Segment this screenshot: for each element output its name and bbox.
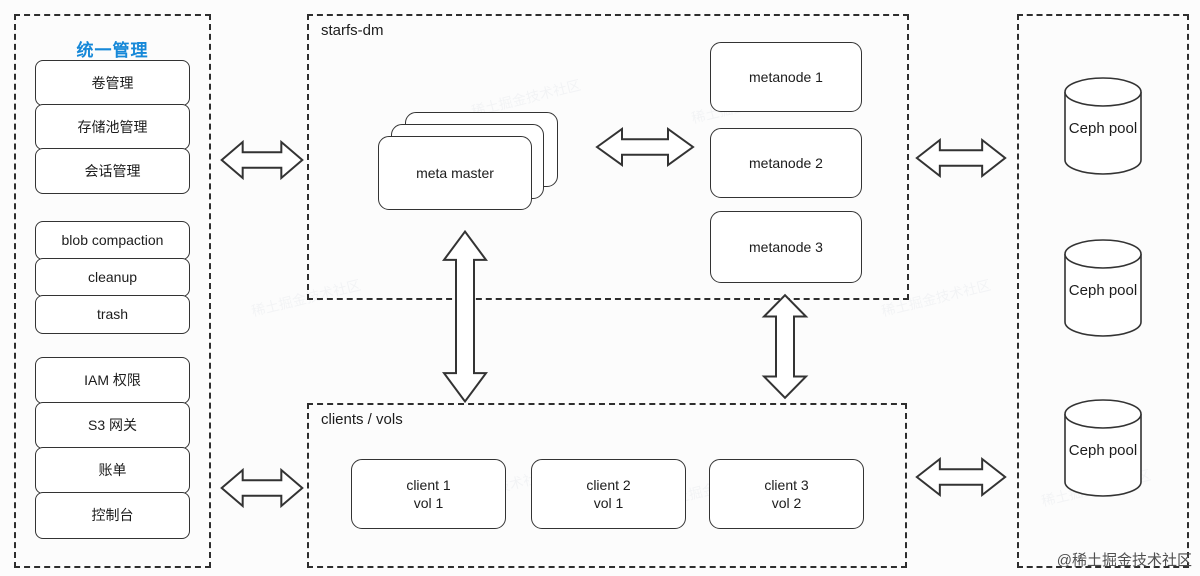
client-1-name: client 1	[406, 476, 451, 493]
storage-pool-management-item[interactable]: 存储池管理	[35, 104, 190, 150]
blob-compaction-item[interactable]: blob compaction	[35, 221, 190, 260]
ceph-pool-3-label: Ceph pool	[1068, 442, 1138, 459]
clients-vols-label: clients / vols	[321, 411, 403, 428]
session-management-item[interactable]: 会话管理	[35, 148, 190, 194]
unified-management-title: 统一管理	[76, 41, 149, 60]
billing-item[interactable]: 账单	[35, 447, 190, 494]
arrow-clients-ceph	[915, 453, 1007, 501]
arrow-metanodes-clients	[757, 293, 813, 400]
client-1-vol: vol 1	[413, 495, 444, 511]
client-3-node[interactable]: client 3 vol 2	[709, 459, 864, 529]
client-3-vol: vol 2	[771, 495, 802, 511]
client-2-vol: vol 1	[593, 495, 624, 511]
trash-item[interactable]: trash	[35, 295, 190, 334]
volume-management-item[interactable]: 卷管理	[35, 60, 190, 106]
client-2-name: client 2	[586, 476, 631, 493]
s3-gateway-item[interactable]: S3 网关	[35, 402, 190, 449]
starfs-dm-label: starfs-dm	[321, 22, 384, 39]
ceph-pools-panel: Ceph pool Ceph pool Ceph pool	[1017, 14, 1189, 568]
ceph-pool-cylinder-2[interactable]: Ceph pool	[1063, 238, 1143, 338]
cleanup-item[interactable]: cleanup	[35, 258, 190, 297]
management-group-3: IAM 权限 S3 网关 账单 控制台	[35, 357, 190, 539]
console-item[interactable]: 控制台	[35, 492, 190, 539]
starfs-dm-panel: starfs-dm meta master metanode 1 metanod…	[307, 14, 909, 300]
ceph-pool-cylinder-1[interactable]: Ceph pool	[1063, 76, 1143, 176]
metanode-2[interactable]: metanode 2	[710, 128, 862, 198]
metanode-1[interactable]: metanode 1	[710, 42, 862, 112]
arrow-metamaster-metanodes	[595, 123, 695, 171]
ceph-pool-cylinder-3[interactable]: Ceph pool	[1063, 398, 1143, 498]
ceph-pool-1-label: Ceph pool	[1068, 120, 1138, 137]
client-1-node[interactable]: client 1 vol 1	[351, 459, 506, 529]
clients-vols-panel: clients / vols client 1 vol 1 client 2 v…	[307, 403, 907, 568]
management-group-2: blob compaction cleanup trash	[35, 221, 190, 334]
arrow-management-clients	[220, 464, 304, 512]
arrow-management-starfs	[220, 136, 304, 184]
unified-management-panel: 统一管理 卷管理 存储池管理 会话管理 blob compaction clea…	[14, 14, 211, 568]
client-3-name: client 3	[764, 476, 809, 493]
arrow-starfs-ceph	[915, 134, 1007, 182]
ceph-pool-2-label: Ceph pool	[1068, 282, 1138, 299]
management-group-1: 卷管理 存储池管理 会话管理	[35, 60, 190, 194]
meta-master-node[interactable]: meta master	[378, 136, 532, 210]
juejin-watermark: @稀土掘金技术社区	[1056, 552, 1192, 569]
arrow-metamaster-clients	[437, 228, 493, 405]
client-2-node[interactable]: client 2 vol 1	[531, 459, 686, 529]
metanode-3[interactable]: metanode 3	[710, 211, 862, 283]
iam-permissions-item[interactable]: IAM 权限	[35, 357, 190, 404]
